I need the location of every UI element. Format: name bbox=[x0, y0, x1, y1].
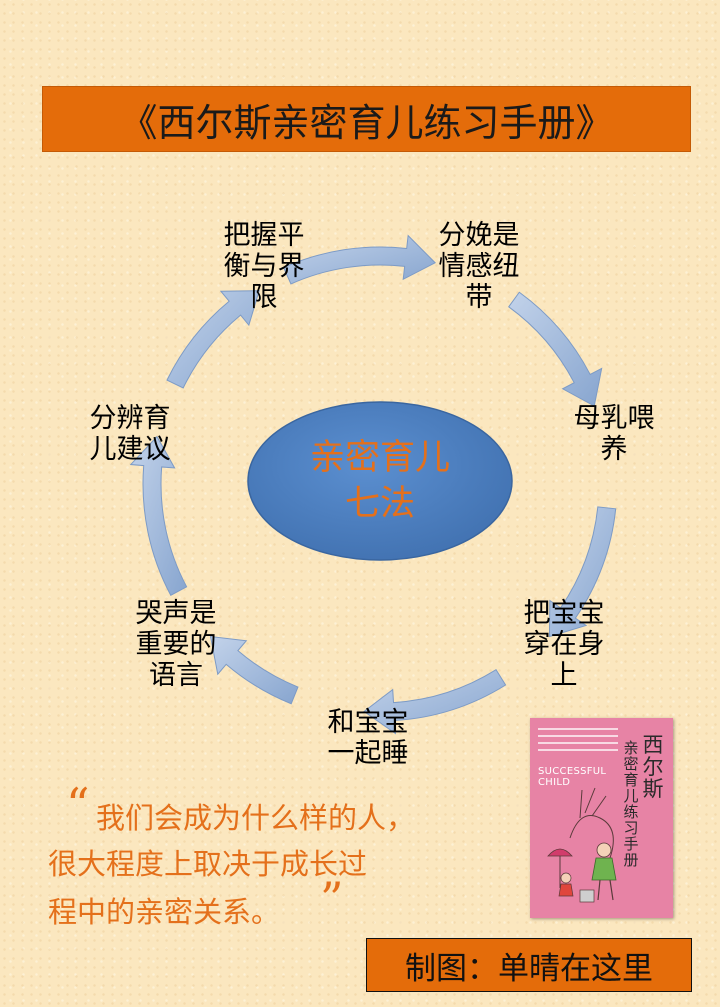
book-text-lines bbox=[538, 728, 618, 756]
node-cosleep: 和宝宝 一起睡 bbox=[327, 707, 409, 769]
quote-close-mark: ” bbox=[320, 872, 344, 926]
node-carry: 把宝宝 穿在身 上 bbox=[523, 598, 605, 691]
quote-line-2: 很大程度上取决于成长过 bbox=[48, 847, 368, 881]
arrow-carry-to-cosleep bbox=[363, 669, 507, 735]
node-breastfeed: 母乳喂 养 bbox=[573, 403, 655, 465]
arrow-advice-to-balance bbox=[166, 290, 260, 389]
quote-line-1: 我们会成为什么样的人， bbox=[96, 801, 416, 835]
node-birth: 分娩是 情感纽 带 bbox=[438, 220, 520, 313]
cycle-arrows bbox=[129, 234, 617, 735]
node-advice: 分辨育 儿建议 bbox=[89, 403, 171, 465]
arrow-cosleep-to-crying bbox=[209, 635, 299, 705]
arrow-breastfeed-to-carry bbox=[548, 506, 617, 638]
page-title: 《西尔斯亲密育儿练习手册》 bbox=[119, 100, 614, 145]
book-english-title: SUCCESSFUL CHILD bbox=[538, 766, 607, 788]
arrow-birth-to-breastfeed bbox=[508, 291, 603, 407]
node-crying: 哭声是 重要的 语言 bbox=[135, 598, 217, 691]
book-title: 西尔斯 bbox=[642, 733, 664, 801]
book-subtitle: 亲密育儿练习手册 bbox=[623, 739, 639, 869]
arrow-balance-to-birth bbox=[282, 234, 436, 285]
quote-line-3: 程中的亲密关系。 bbox=[48, 895, 281, 929]
credit-box: 制图：单晴在这里 bbox=[366, 938, 692, 992]
book-illustration bbox=[547, 787, 617, 903]
center-ellipse bbox=[247, 401, 513, 561]
title-bar: 《西尔斯亲密育儿练习手册》 bbox=[42, 86, 691, 152]
book-cover-image: SUCCESSFUL CHILD 西尔斯 亲密育儿练习手册 bbox=[530, 718, 673, 918]
center-label: 亲密育儿 七法 bbox=[309, 438, 450, 524]
arrow-crying-to-advice bbox=[129, 435, 188, 596]
quote-open-mark: “ bbox=[66, 778, 90, 832]
node-balance: 把握平 衡与界 限 bbox=[223, 220, 305, 313]
